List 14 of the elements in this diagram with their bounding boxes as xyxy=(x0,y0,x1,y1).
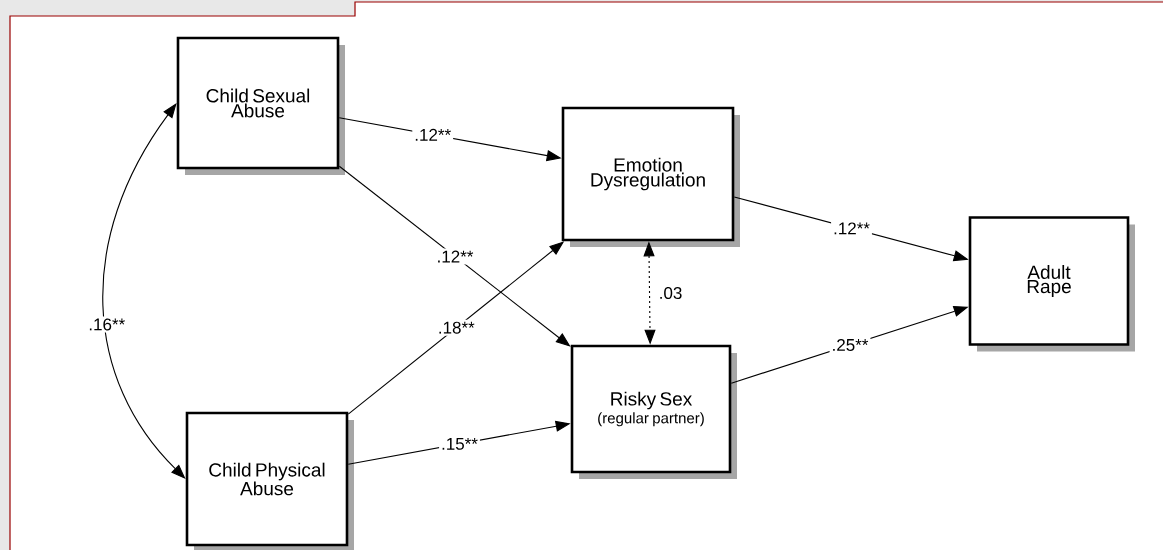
edge-label: .18** xyxy=(439,321,475,334)
variable-box: Emotion Dysregulation xyxy=(561,106,740,247)
edge-label: .12** xyxy=(438,250,474,263)
edge-label: .15** xyxy=(442,437,478,450)
edge-label: .16** xyxy=(89,318,125,331)
variable-box: Adult Rape xyxy=(968,216,1135,352)
variable-box: Child Sexual Abuse xyxy=(176,36,345,175)
variable-box: Child Physical Abuse xyxy=(185,411,354,550)
edge-label: .12** xyxy=(834,222,870,235)
variable-box: Risky Sex (regular partner) xyxy=(570,344,737,479)
edge-label: .12** xyxy=(415,128,451,141)
arrow xyxy=(102,103,186,479)
edge-label: .03 xyxy=(660,287,682,300)
edge-label: .25** xyxy=(833,338,869,351)
